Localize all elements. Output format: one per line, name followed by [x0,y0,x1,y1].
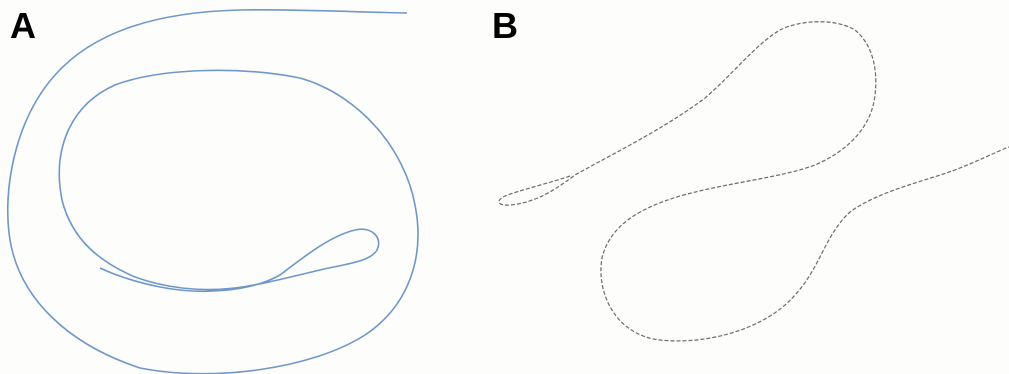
panel-a: A [0,0,470,374]
panel-a-inner-curve [100,229,379,291]
panel-b-upper-curve [499,22,1009,341]
panel-a-curve-drawing [0,0,470,374]
panel-b: B [480,0,1009,374]
panel-a-outer-curve [8,10,418,374]
panel-b-curve-drawing [480,0,1009,374]
panel-label-b: B [492,6,518,46]
panel-label-a: A [10,6,36,46]
